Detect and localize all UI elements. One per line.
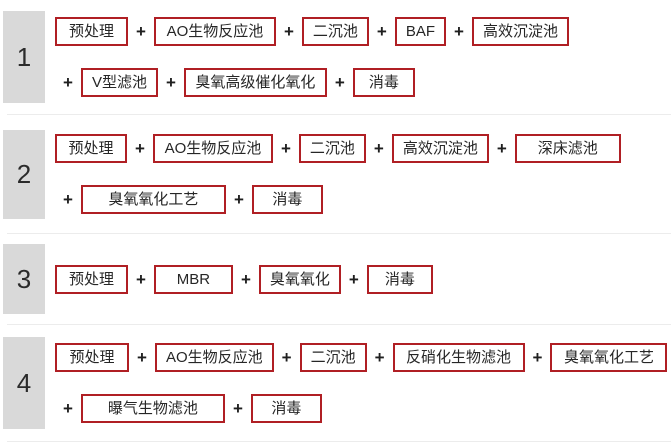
process-step-box: 二沉池 [299,343,367,372]
row-divider [7,324,671,325]
process-step-unit: + AO生物反应池 [129,343,274,372]
process-step-box: AO生物反应池 [154,343,274,372]
process-step-box: AO生物反应池 [152,134,273,163]
process-step-unit: + MBR [128,264,233,294]
process-step-box: 深床滤池 [514,134,621,163]
process-step-unit: + 曝气生物滤池 [55,394,225,423]
scheme-flow: 预处理 + MBR + 臭氧氧化 + 消毒 [55,264,671,294]
plus-sign: + [136,22,146,41]
process-step-box: 预处理 [55,134,127,163]
process-step-unit: + 深床滤池 [489,134,621,163]
process-step-box: 高效沉淀池 [471,17,569,46]
process-step-unit: + 臭氧高级催化氧化 [158,68,327,97]
plus-sign: + [454,22,464,41]
process-step-unit: + 消毒 [327,68,415,97]
process-step-box: 预处理 [55,264,128,294]
plus-sign: + [496,139,507,158]
plus-sign: + [283,22,294,41]
process-step-unit: + 消毒 [341,264,433,294]
scheme-number: 1 [3,11,45,103]
plus-sign: + [532,348,543,367]
process-step-unit: + 二沉池 [274,343,367,372]
row-divider [7,441,671,442]
process-step-unit: + 臭氧氧化 [233,264,341,294]
scheme-row-3: 3 预处理 + MBR + 臭氧氧化 + 消毒 [0,234,671,324]
process-step-box: 预处理 [55,17,128,46]
plus-sign: + [63,399,73,418]
process-step-box: V型滤池 [80,68,158,97]
process-step-unit: + 二沉池 [276,17,369,46]
process-step-box: 二沉池 [301,17,369,46]
plus-sign: + [281,348,292,367]
plus-sign: + [233,190,244,209]
scheme-flow: 预处理 + AO生物反应池 + 二沉池 + BAF + 高效沉淀池 + V型滤池 [55,17,671,97]
process-step-box: 曝气生物滤池 [80,394,225,423]
process-step-unit: + 臭氧氧化工艺 [525,343,668,372]
process-step-unit: + 高效沉淀池 [366,134,489,163]
process-step-box: 消毒 [251,185,323,214]
process-step-box: 消毒 [250,394,322,423]
scheme-flow: 预处理 + AO生物反应池 + 二沉池 + 反硝化生物滤池 + 臭氧氧化工艺 +… [55,343,671,423]
scheme-flow: 预处理 + AO生物反应池 + 二沉池 + 高效沉淀池 + 深床滤池 + 臭氧氧… [55,134,671,214]
process-step-unit: + AO生物反应池 [127,134,273,163]
plus-sign: + [334,73,345,92]
plus-sign: + [232,399,243,418]
plus-sign: + [373,139,384,158]
plus-sign: + [240,269,251,289]
plus-sign: + [374,348,385,367]
process-step-box: 臭氧高级催化氧化 [183,68,327,97]
scheme-row-4: 4 预处理 + AO生物反应池 + 二沉池 + 反硝化生物滤池 + 臭氧氧化工艺… [0,325,671,441]
process-step-unit: + 反硝化生物滤池 [367,343,525,372]
plus-sign: + [63,73,73,92]
process-step-box: 消毒 [366,264,433,294]
plus-sign: + [280,139,291,158]
process-step-box: 高效沉淀池 [391,134,489,163]
process-step-unit: + 消毒 [226,185,323,214]
plus-sign: + [348,269,359,289]
plus-sign: + [376,22,387,41]
process-step-box: 二沉池 [298,134,366,163]
process-step-box: 消毒 [352,68,415,97]
process-step-box: MBR [153,264,233,294]
scheme-row-2: 2 预处理 + AO生物反应池 + 二沉池 + 高效沉淀池 + 深床滤池 + 臭… [0,115,671,233]
process-step-box: 臭氧氧化工艺 [550,343,668,372]
process-step-unit: + BAF [369,17,447,46]
process-step-unit: + 消毒 [225,394,322,423]
process-step-box: AO生物反应池 [153,17,276,46]
process-step-box: 反硝化生物滤池 [392,343,525,372]
process-step-box: 臭氧氧化 [258,264,341,294]
scheme-number: 3 [3,244,45,314]
process-step-unit: + 二沉池 [273,134,366,163]
process-step-unit: + V型滤池 [55,68,158,97]
process-step-unit: + AO生物反应池 [128,17,276,46]
plus-sign: + [137,348,147,367]
process-step-unit: + 高效沉淀池 [446,17,569,46]
scheme-number: 4 [3,337,45,429]
process-step-unit: + 臭氧氧化工艺 [55,185,226,214]
plus-sign: + [136,269,146,289]
process-step-box: BAF [394,17,447,46]
plus-sign: + [63,190,73,209]
scheme-number: 2 [3,129,45,219]
plus-sign: + [135,139,145,158]
row-divider [7,233,671,234]
plus-sign: + [165,73,176,92]
row-divider [7,114,671,115]
process-step-box: 臭氧氧化工艺 [80,185,226,214]
process-step-box: 预处理 [55,343,129,372]
scheme-row-1: 1 预处理 + AO生物反应池 + 二沉池 + BAF + 高效沉淀池 + V型… [0,0,671,114]
